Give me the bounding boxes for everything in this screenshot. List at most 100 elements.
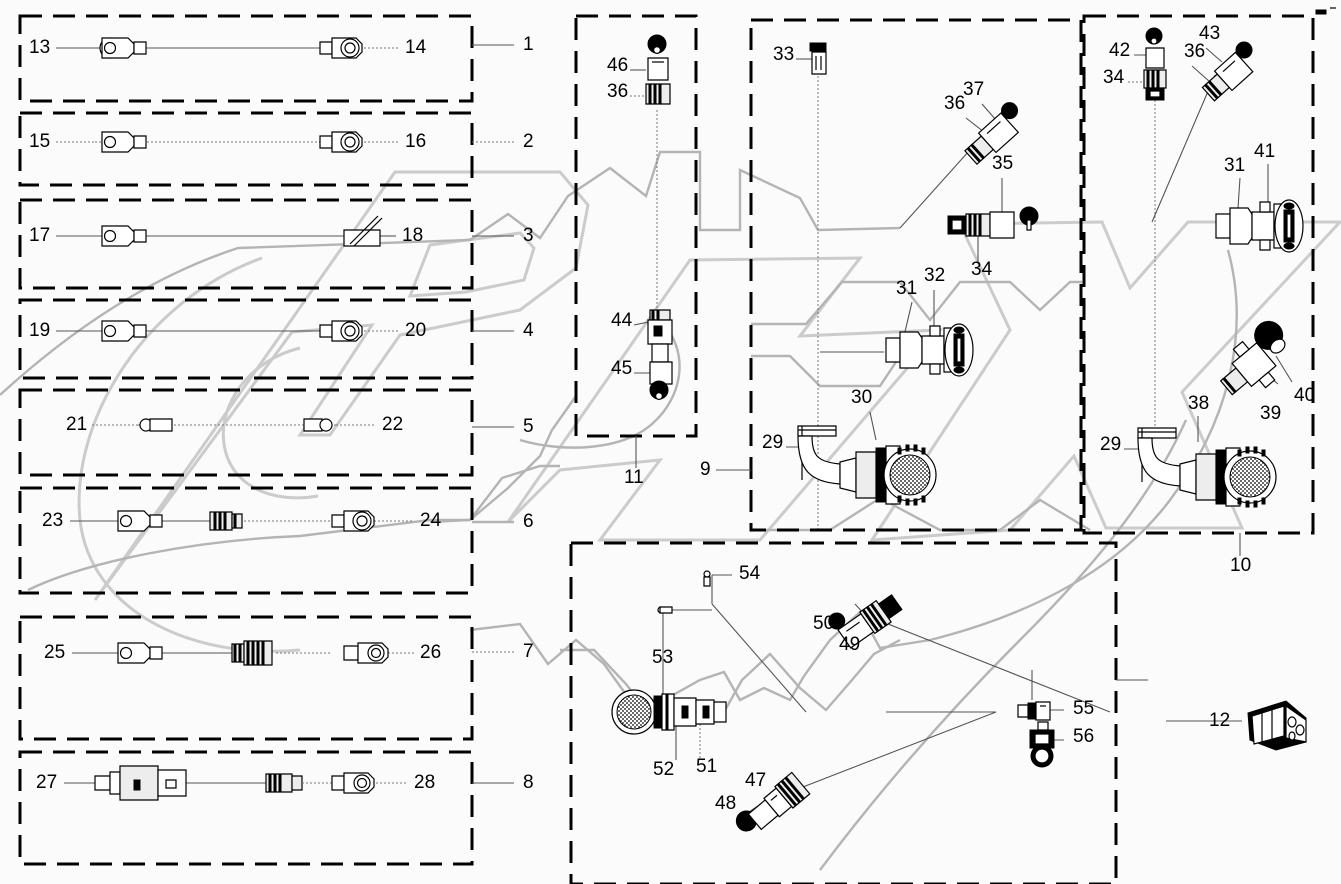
callout-label-40: 40 [1294, 385, 1316, 406]
callout-label-11: 11 [624, 467, 644, 488]
callout-label-25: 25 [44, 642, 66, 663]
callout-label-1: 1 [523, 34, 534, 55]
group-frame-6 [18, 486, 474, 595]
callout-label-7: 7 [523, 641, 534, 662]
callout-label-55: 55 [1073, 698, 1095, 719]
part-bullet-terminal-21 [138, 418, 336, 432]
callout-label-14: 14 [405, 37, 427, 58]
part-pin-54 [703, 570, 711, 587]
part-cable-gland-25-26 [231, 640, 330, 666]
callout-label-16: 16 [405, 131, 427, 152]
callout-label-41: 41 [1254, 141, 1276, 162]
part-ring-terminal-24 [331, 510, 375, 532]
part-ring-terminal-17 [101, 225, 147, 247]
callout-label-30: 30 [851, 387, 873, 408]
callout-label-17: 17 [29, 225, 51, 246]
part-bullet-terminal-22 [303, 418, 333, 432]
part-pin-53 [657, 606, 673, 614]
part-flange-socket-31b-41 [1215, 199, 1304, 253]
part-circular-connector-27 [92, 765, 268, 801]
callout-label-46: 46 [607, 55, 629, 76]
callout-label-24: 24 [420, 510, 442, 531]
callout-label-37: 37 [963, 79, 985, 100]
callout-label-21: 21 [66, 414, 88, 435]
part-sensor-42-34 [1143, 27, 1167, 101]
callout-label-54: 54 [739, 563, 761, 584]
part-flange-socket-31-32 [885, 323, 974, 377]
group-frame-3 [18, 198, 474, 290]
group-frame-7 [18, 615, 474, 741]
part-ring-terminal-14 [319, 37, 363, 59]
group-frame-10 [1082, 14, 1315, 535]
part-angled-sensor-36-37 [964, 102, 1020, 166]
callout-label-4: 4 [523, 320, 534, 341]
callout-label-13: 13 [29, 37, 51, 58]
part-inline-connector-23-24 [209, 511, 330, 531]
part-angled-sensor-47-48 [735, 771, 811, 832]
callout-label-29: 29 [762, 432, 784, 453]
part-small-plug-33 [809, 42, 827, 75]
callout-label-32: 32 [924, 265, 946, 286]
group-frame-8 [18, 750, 474, 866]
part-angled-sensor-36b-43 [1201, 41, 1254, 102]
callout-label-47: 47 [745, 770, 767, 791]
part-connector-12 [1247, 700, 1307, 751]
part-inline-sensor-34-35 [947, 206, 1039, 239]
part-ring-terminal-23 [110, 510, 210, 532]
callout-label-36: 36 [944, 93, 966, 114]
callout-label-35: 35 [992, 153, 1014, 174]
part-ring-terminal-20 [319, 320, 363, 342]
corner-registration-mark [1315, 7, 1336, 15]
callout-label-29b: 29 [1100, 434, 1122, 455]
callout-label-9: 9 [700, 459, 711, 480]
callout-label-34b: 34 [1103, 67, 1125, 88]
callout-label-36c: 36 [607, 81, 629, 102]
callout-label-51: 51 [696, 756, 718, 777]
part-ring-terminal-16 [319, 131, 363, 153]
part-ring-terminal-28 [302, 772, 375, 794]
part-terminal-55-56 [1017, 701, 1055, 768]
callout-label-34: 34 [971, 259, 993, 280]
callout-label-53: 53 [652, 647, 674, 668]
callout-label-28: 28 [414, 772, 436, 793]
part-blade-terminal-18 [343, 215, 383, 247]
part-ring-terminal-25 [112, 642, 232, 664]
callout-label-5: 5 [523, 416, 534, 437]
callout-label-49: 49 [839, 634, 861, 655]
callout-label-36b: 36 [1184, 41, 1206, 62]
callout-label-48: 48 [715, 793, 737, 814]
callout-label-31b: 31 [1224, 155, 1246, 176]
group-frame-2 [18, 111, 474, 187]
part-elbow-boot-29-30 [797, 425, 937, 506]
callout-label-19: 19 [29, 320, 51, 341]
part-cable-gland-27-28 [265, 773, 303, 793]
part-circular-connector-51-52 [611, 689, 727, 735]
part-ring-terminal-15 [95, 131, 340, 153]
callout-label-42: 42 [1109, 40, 1131, 61]
callout-label-8: 8 [523, 772, 534, 793]
callout-label-44: 44 [611, 310, 633, 331]
group-frame-9 [749, 18, 1083, 532]
callout-label-6: 6 [523, 511, 534, 532]
callout-label-50: 50 [813, 613, 835, 634]
group-frame-1 [18, 14, 474, 103]
callout-label-39: 39 [1260, 403, 1282, 424]
group-frames-left [18, 14, 474, 866]
group-frame-57 [569, 541, 1118, 884]
callout-label-31: 31 [896, 278, 918, 299]
part-ring-terminal-13 [95, 37, 340, 59]
callout-label-52: 52 [653, 759, 675, 780]
callout-label-15: 15 [29, 131, 51, 152]
callout-label-10: 10 [1230, 555, 1252, 576]
part-inline-connector-44-45 [647, 309, 673, 401]
callout-label-38: 38 [1188, 393, 1210, 414]
part-valve-39-40 [1219, 320, 1286, 396]
callout-label-45: 45 [611, 358, 633, 379]
callout-label-33: 33 [773, 44, 795, 65]
callout-label-43: 43 [1199, 23, 1221, 44]
part-ring-terminal-19 [95, 320, 340, 342]
callout-label-56: 56 [1073, 726, 1095, 747]
callout-label-3: 3 [523, 225, 534, 246]
